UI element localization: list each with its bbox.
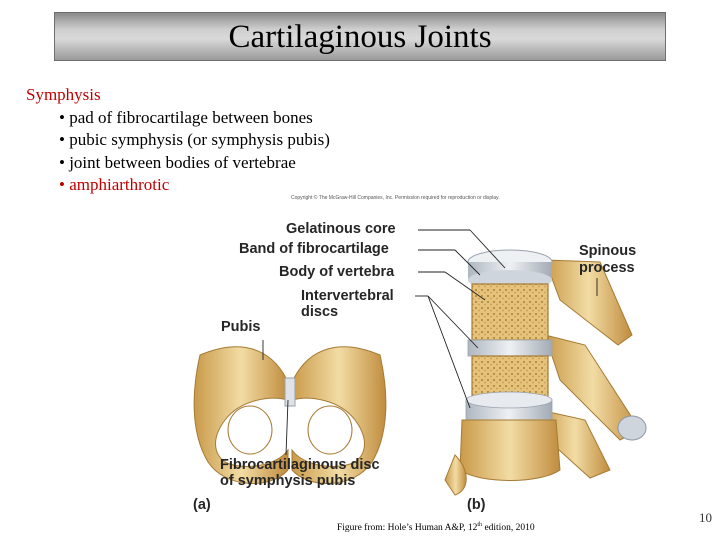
caption-text-end: edition, 2010: [482, 523, 535, 534]
label-fibrocartilaginous-disc: Fibrocartilaginous disc: [220, 457, 380, 473]
vertebral-column-illustration: [444, 249, 647, 496]
page-number: 10: [699, 510, 712, 525]
panel-label-a: (a): [193, 497, 211, 513]
bullet-heading: Symphysis: [26, 85, 101, 104]
label-discs: discs: [301, 304, 339, 320]
figure-caption: Figure from: Hole’s Human A&P, 12th edit…: [337, 522, 535, 533]
label-body-of-vertebra: Body of vertebra: [279, 264, 395, 280]
label-intervertebral: Intervertebral: [301, 288, 394, 304]
label-gelatinous-core: Gelatinous core: [286, 221, 396, 237]
bullet-item: • pad of fibrocartilage between bones: [59, 107, 313, 127]
title-bar: Cartilaginous Joints: [54, 12, 666, 61]
pubic-symphysis-illustration: [193, 346, 387, 484]
bullet-list: Symphysis • pad of fibrocartilage betwee…: [26, 84, 330, 197]
bullet-item: • pubic symphysis (or symphysis pubis): [59, 130, 330, 149]
panel-label-b: (b): [467, 497, 486, 513]
label-spinous: Spinous: [579, 243, 637, 259]
caption-superscript: th: [477, 522, 483, 528]
bullet-item-amphiarthrotic: • amphiarthrotic: [59, 175, 170, 194]
copyright-notice: Copyright © The McGraw-Hill Companies, I…: [291, 195, 500, 201]
label-band-of-fibrocartilage: Band of fibrocartilage: [239, 241, 389, 257]
leader-lines: [262, 229, 598, 456]
caption-text: Figure from: Hole’s Human A&P, 12: [337, 523, 478, 534]
label-process: process: [579, 260, 635, 276]
bullet-item: • joint between bodies of vertebrae: [59, 152, 296, 172]
label-of-symphysis-pubis: of symphysis pubis: [220, 473, 356, 489]
label-pubis: Pubis: [221, 319, 261, 335]
slide-title: Cartilaginous Joints: [228, 19, 492, 55]
